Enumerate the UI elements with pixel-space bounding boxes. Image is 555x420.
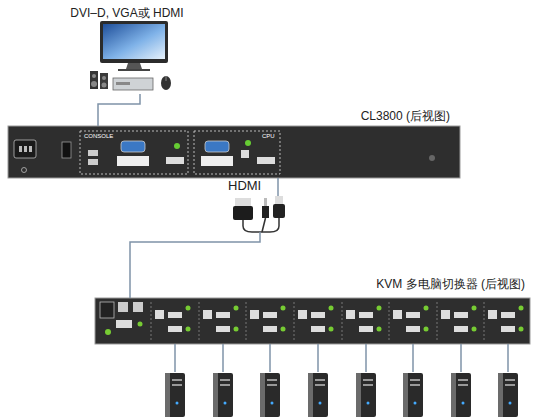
kvm-port-group (294, 302, 334, 372)
extender-panel: CL3800 (后视图) (8, 126, 460, 178)
socket-pin (24, 146, 27, 152)
socket-pin (19, 146, 22, 152)
monitor-frame (100, 21, 168, 63)
dvi-port (117, 156, 149, 166)
audio-plug-body (262, 206, 269, 218)
kvm-panel (95, 298, 530, 344)
receiver-box (113, 78, 153, 90)
usb-port (88, 159, 98, 165)
kvm-port-group (151, 302, 191, 372)
audio-plug-tip (264, 198, 267, 206)
monitor-stand (126, 63, 142, 69)
receiver-display (116, 82, 130, 85)
usb-cable (260, 218, 279, 232)
usb-port (88, 150, 98, 156)
kvm-port-group (342, 302, 382, 372)
computer-tower (308, 373, 328, 417)
computer-tower (451, 373, 471, 417)
ground-screw (22, 168, 27, 173)
speaker-cone (92, 74, 96, 78)
node-heading: CL3800 (后视图) (361, 109, 450, 123)
connector (130, 232, 260, 298)
computer-tower (403, 373, 423, 417)
port-label: CONSOLE (84, 133, 113, 139)
hdmi-cable (243, 220, 260, 232)
screw (429, 155, 435, 161)
connector (277, 178, 279, 196)
vga-port (121, 141, 145, 152)
cl3800-panel (8, 126, 460, 178)
kvm-port-group (246, 302, 286, 372)
computer-tower (498, 373, 518, 417)
hdmi-port (257, 157, 275, 164)
console-group-outline (80, 131, 188, 174)
speaker-cone (91, 81, 97, 87)
kvm-port-group (437, 302, 477, 372)
power-switch (62, 142, 71, 158)
hdmi-port (116, 320, 132, 328)
speaker (100, 73, 108, 89)
usb-port (133, 302, 143, 312)
usb-port (118, 302, 128, 312)
console-devices: DVI–D, VGA或 HDMI (66, 4, 188, 94)
node-heading: HDMI (228, 178, 261, 194)
connector (98, 94, 140, 126)
dvi-port (201, 156, 233, 166)
power-socket (100, 302, 114, 318)
mouse-button-line (166, 76, 167, 81)
hdmi-port (166, 157, 184, 164)
speaker-cone (102, 83, 107, 88)
computer-tower (213, 373, 233, 417)
audio-jack (105, 329, 111, 335)
vga-port (205, 141, 229, 152)
usb-plug-tip (275, 196, 283, 204)
usb-plug-body (273, 204, 285, 218)
kvm-panel: KVM 多电脑切换器 (后视图) (95, 298, 530, 344)
computer-tower (260, 373, 280, 417)
audio-jack (245, 140, 251, 146)
audio-jack (138, 322, 143, 327)
monitor-screen (103, 24, 165, 59)
audio-cable (262, 218, 266, 232)
hdmi-plug-tip (235, 198, 251, 206)
kvm-port-group (484, 302, 524, 372)
monitor-base (118, 69, 150, 71)
mouse (161, 76, 171, 90)
node-heading: DVI–D, VGA或 HDMI (66, 4, 188, 20)
speaker-cone (102, 76, 106, 80)
hdmi-plug-body (233, 206, 253, 220)
socket-pin (29, 146, 32, 152)
cpu-group-outline (194, 131, 280, 174)
computer-tower (165, 373, 185, 417)
kvm-port-group (389, 302, 429, 372)
audio-jack (174, 143, 180, 149)
power-socket (14, 140, 36, 158)
node-heading: KVM 多电脑切换器 (后视图) (376, 277, 525, 291)
computer-tower (356, 373, 376, 417)
speaker (90, 71, 98, 89)
usb-port (241, 150, 249, 158)
cable-set: HDMI (226, 196, 292, 232)
kvm-port-group (199, 302, 239, 372)
port-label: CPU (262, 133, 275, 139)
